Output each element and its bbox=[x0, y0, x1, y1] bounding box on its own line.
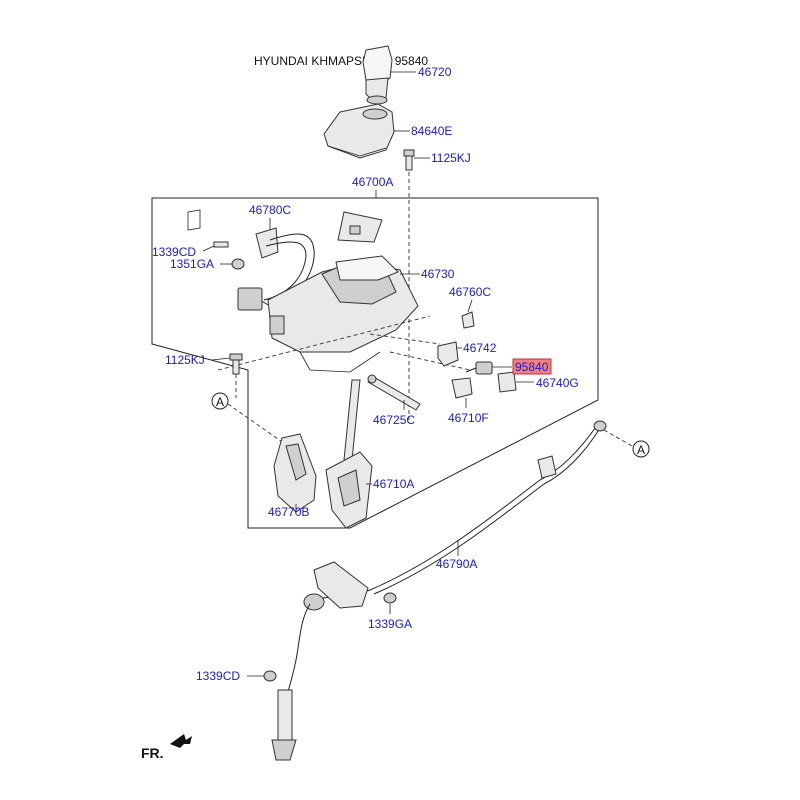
switch-icon bbox=[451, 377, 473, 399]
guide-line bbox=[369, 333, 441, 345]
part-label[interactable]: 1339GA bbox=[368, 617, 412, 631]
part-label[interactable]: 46740G bbox=[536, 376, 579, 390]
part-label[interactable]: 1125KJ bbox=[165, 353, 205, 367]
part-label[interactable]: 46710F bbox=[448, 411, 489, 425]
assembly-outline bbox=[151, 197, 599, 529]
bracket-icon bbox=[437, 341, 459, 367]
part-label[interactable]: 1351GA bbox=[170, 257, 214, 271]
sensor-icon bbox=[465, 361, 493, 375]
bolt-icon bbox=[229, 353, 243, 375]
clip-icon bbox=[461, 311, 475, 329]
part-label[interactable]: 1125KJ bbox=[431, 151, 471, 165]
bolt-icon bbox=[403, 149, 415, 171]
nut-icon bbox=[231, 258, 245, 270]
part-label[interactable]: 46742 bbox=[463, 341, 497, 355]
part-label[interactable]: 46710A bbox=[373, 477, 414, 491]
part-label[interactable]: 46725C bbox=[373, 413, 415, 427]
guide-line bbox=[227, 403, 289, 447]
leader-1125KJ-left bbox=[211, 357, 231, 361]
nut-icon bbox=[263, 670, 277, 682]
part-label[interactable]: 46730 bbox=[421, 267, 455, 281]
front-arrow-icon bbox=[170, 734, 192, 748]
highlight-box bbox=[512, 358, 552, 375]
guide-line bbox=[389, 351, 471, 371]
connector-icon bbox=[497, 371, 517, 393]
callout-circle-right bbox=[632, 440, 650, 458]
shift-boot bbox=[323, 103, 395, 159]
part-label[interactable]: 1339CD bbox=[196, 669, 240, 683]
diagram-title: HYUNDAI KHMAPSD14 - 95840 bbox=[254, 54, 428, 68]
guide-line bbox=[603, 429, 633, 447]
callout-circle-left bbox=[211, 392, 229, 410]
callout-letter-right: A bbox=[637, 443, 645, 457]
part-label[interactable]: 84640E bbox=[411, 124, 452, 138]
mounting-bracket bbox=[273, 433, 317, 513]
pin-icon bbox=[367, 374, 421, 411]
part-label[interactable]: 46780C bbox=[249, 203, 291, 217]
leader-46760C bbox=[467, 299, 473, 313]
shift-knob bbox=[362, 45, 393, 105]
shift-lever bbox=[325, 379, 373, 529]
direction-label: FR. bbox=[141, 745, 164, 761]
part-label-highlighted[interactable]: 95840 bbox=[515, 360, 549, 374]
guide-line bbox=[217, 315, 431, 371]
part-label[interactable]: 46760C bbox=[449, 285, 491, 299]
part-label[interactable]: 46770B bbox=[268, 505, 309, 519]
shift-cable bbox=[271, 420, 607, 761]
part-label[interactable]: 46720 bbox=[418, 65, 452, 79]
part-label[interactable]: 46700A bbox=[352, 175, 393, 189]
nut-icon bbox=[383, 592, 397, 604]
shift-lever-base bbox=[267, 211, 419, 373]
screw-icon bbox=[213, 241, 229, 248]
leader-1339CD-top bbox=[202, 245, 215, 252]
part-label[interactable]: 46790A bbox=[436, 557, 477, 571]
callout-letter-left: A bbox=[216, 395, 224, 409]
part-label[interactable]: 1339CD bbox=[152, 245, 196, 259]
